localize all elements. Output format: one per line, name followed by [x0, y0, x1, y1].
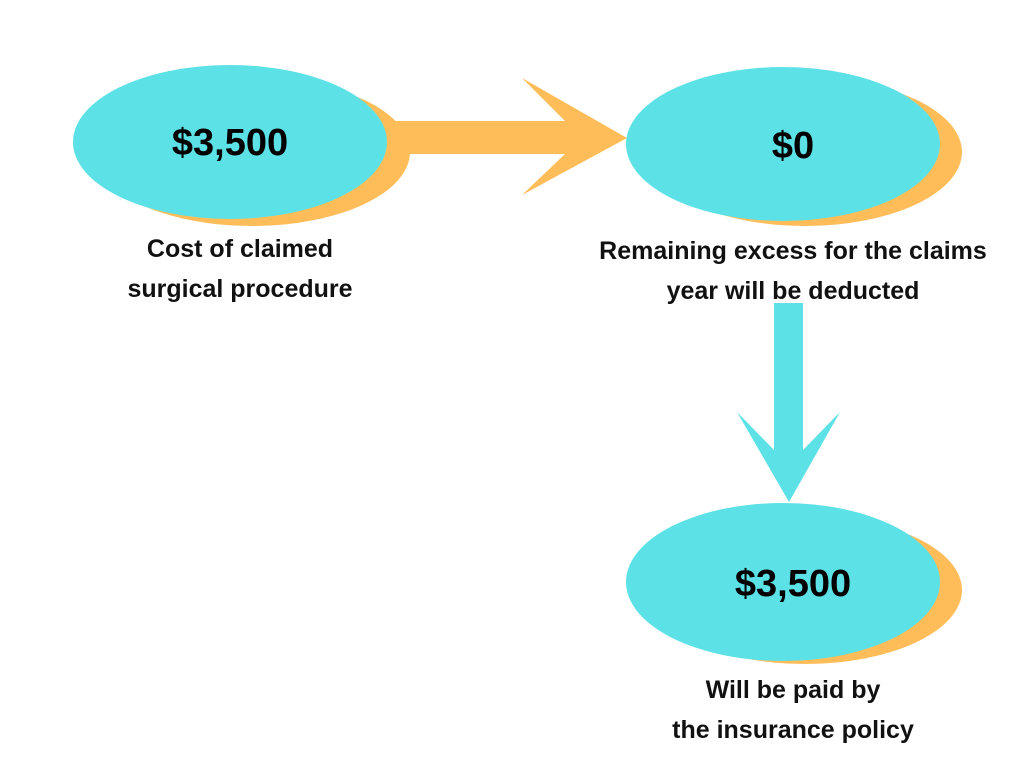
node-value-claimed-cost: $3,500 [171, 122, 289, 164]
node-remaining-excess-shape [626, 67, 962, 226]
caption-line: Will be paid by [705, 676, 881, 704]
node-caption-paid-by-insurance: Will be paid by the insurance policy [643, 670, 943, 750]
node-ellipse [626, 503, 940, 661]
caption-line: the insurance policy [672, 716, 914, 744]
node-value-remaining-excess: $0 [771, 125, 815, 167]
node-value-paid-by-insurance: $3,500 [734, 563, 852, 605]
caption-line: year will be deducted [666, 277, 920, 305]
node-claimed-cost-shape [73, 65, 410, 226]
node-ellipse [73, 65, 387, 219]
node-ellipse [626, 67, 940, 221]
caption-line: surgical procedure [127, 275, 353, 303]
arrow-down-icon [737, 303, 840, 502]
node-paid-by-insurance-shape [626, 503, 962, 664]
arrow-right-icon [395, 78, 627, 195]
caption-line: Cost of claimed [146, 235, 334, 263]
node-caption-remaining-excess: Remaining excess for the claims year wil… [578, 231, 1008, 311]
node-caption-claimed-cost: Cost of claimed surgical procedure [90, 229, 390, 309]
caption-line: Remaining excess for the claims [599, 237, 987, 265]
